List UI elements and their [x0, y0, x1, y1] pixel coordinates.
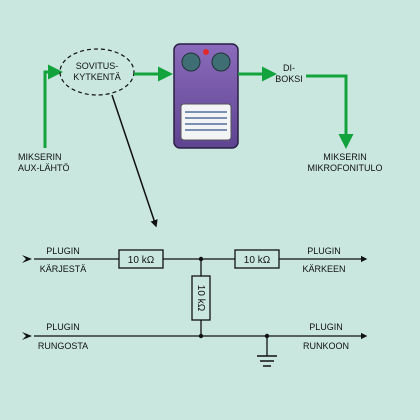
resistor-2 — [234, 249, 280, 269]
signal-flow: SOVITUS- KYTKENTÄ DI- BOKSI MIKSERIN AUX… — [18, 43, 383, 173]
mixer-out-label-1: MIKSERIN — [18, 152, 62, 162]
di-to-mic-arrow — [306, 74, 354, 149]
ground-symbol — [257, 333, 277, 367]
resistor-3-value: 10 kΩ — [195, 285, 206, 312]
right-bottom-label-1: PLUGIN — [309, 322, 343, 332]
resistor-1 — [118, 249, 164, 269]
aux-out-arrow — [43, 64, 63, 148]
resistor-1-value: 10 kΩ — [128, 255, 155, 266]
left-bottom-label-1: PLUGIN — [46, 322, 80, 332]
resistor-2-value: 10 kΩ — [244, 255, 271, 266]
right-bottom-label-2: RUNKOON — [303, 341, 349, 351]
sleeve-input-arrow — [22, 332, 32, 340]
di-box-label-2: BOKSI — [275, 74, 303, 84]
mixer-in-label-2: MIKROFONITULO — [307, 163, 382, 173]
left-bottom-label-2: RUNGOSTA — [38, 341, 88, 351]
mixer-in-label-1: MIKSERIN — [323, 152, 367, 162]
pedal-knob-right — [211, 52, 231, 72]
tip-junction — [198, 256, 204, 262]
effect-pedal — [173, 43, 239, 149]
pedal-led — [203, 49, 209, 55]
adapter-circuit: 10 kΩ 10 kΩ 10 kΩ PLUGIN KÄRJESTÄ PLUGIN… — [22, 246, 368, 367]
adapter-label-1: SOVITUS- — [76, 61, 119, 71]
tip-input-arrow — [22, 255, 32, 263]
pedal-knob-left — [181, 52, 201, 72]
right-top-label-2: KÄRKEEN — [302, 264, 345, 274]
sleeve-junction — [198, 333, 204, 339]
adapter-label-2: KYTKENTÄ — [73, 72, 121, 82]
di-box-label-1: DI- — [283, 63, 295, 73]
pedal-footswitch — [180, 103, 232, 141]
left-top-label-2: KÄRJESTÄ — [40, 264, 87, 274]
left-top-label-1: PLUGIN — [46, 246, 80, 256]
right-top-label-1: PLUGIN — [307, 246, 341, 256]
detail-pointer-arrow — [111, 94, 158, 228]
adapter-ellipse — [59, 48, 135, 96]
resistor-3 — [191, 275, 211, 321]
mixer-out-label-2: AUX-LÄHTÖ — [18, 163, 70, 173]
